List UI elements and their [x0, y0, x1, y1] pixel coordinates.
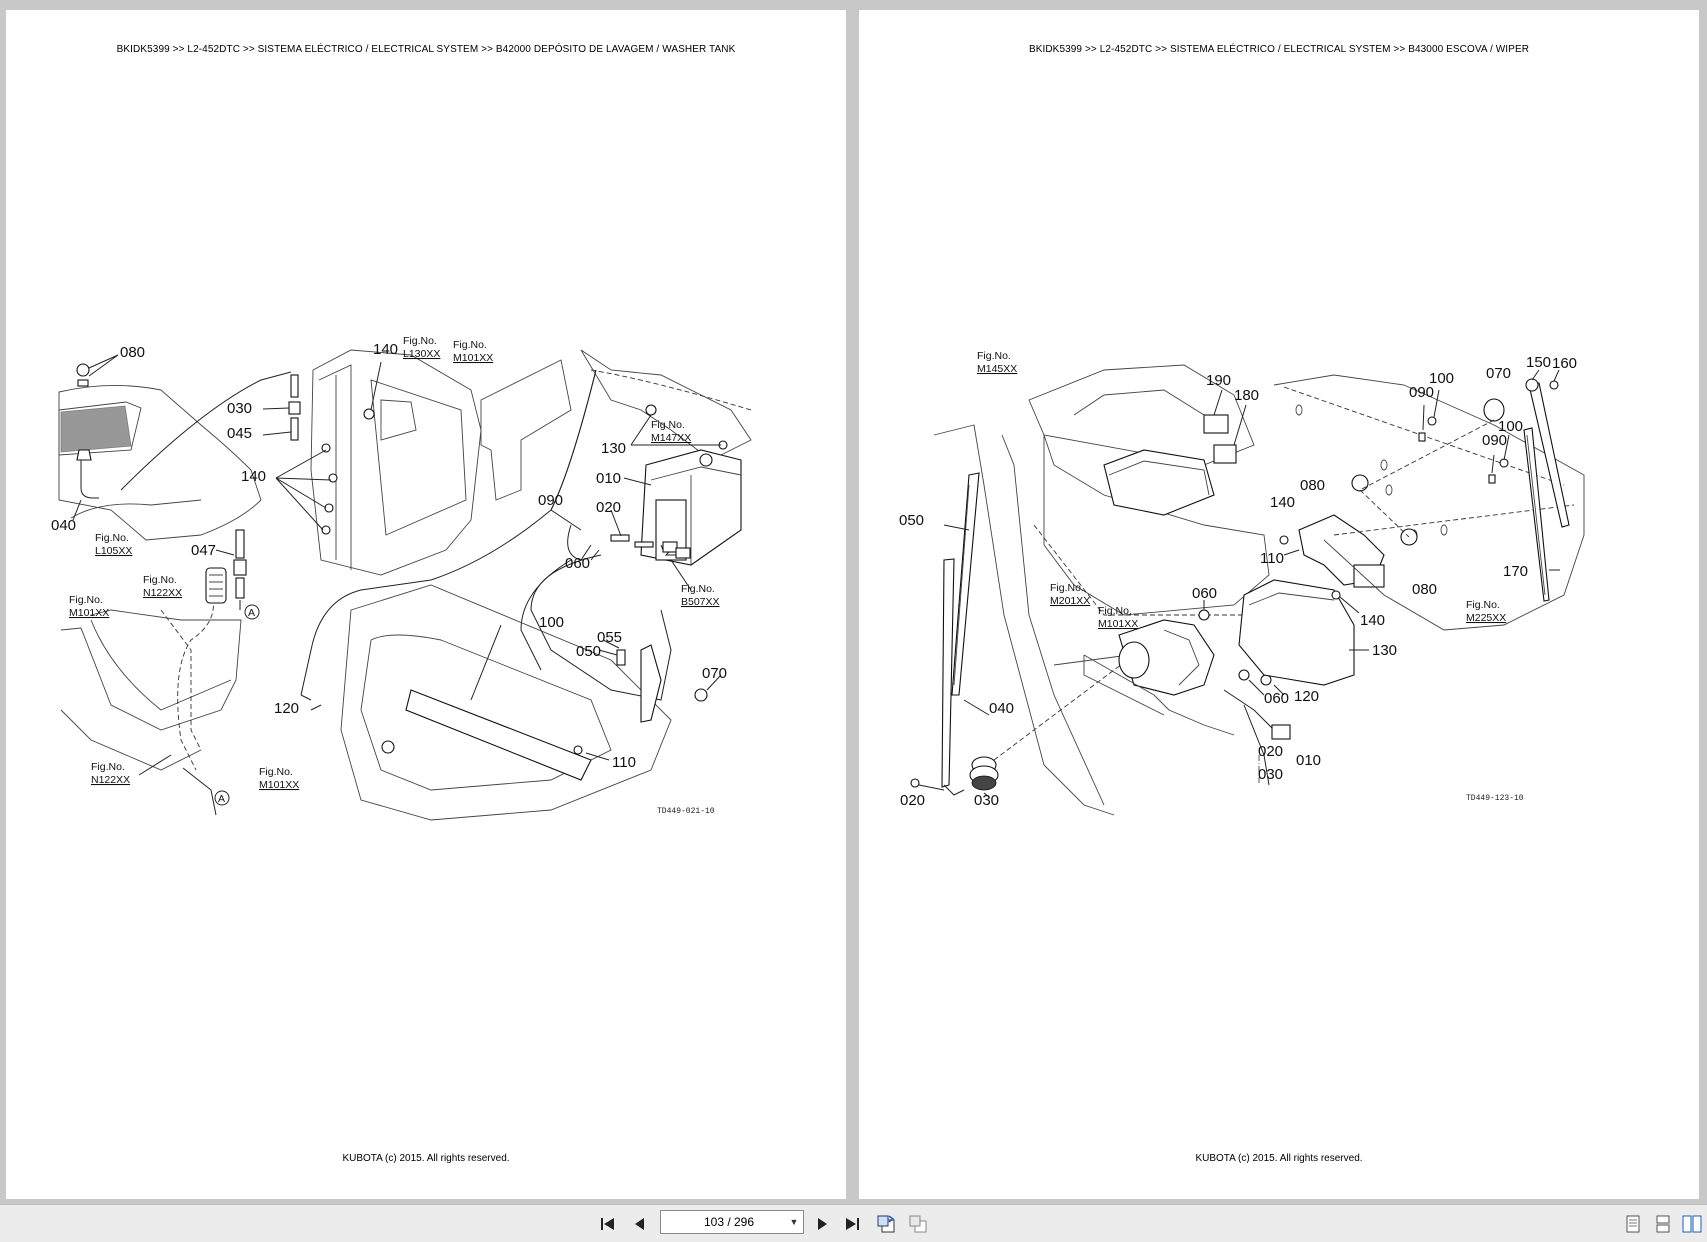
left-fig-prefix-4: Fig.No. — [95, 532, 129, 544]
page-indicator: 103 / 296 — [703, 1215, 755, 1229]
left-callout-047: 047 — [191, 542, 216, 559]
right-callout-030-b: 030 — [974, 792, 999, 809]
previous-page-icon[interactable] — [629, 1213, 651, 1235]
left-fig-prefix-5: Fig.No. — [143, 574, 177, 586]
right-fig-ref-m145xx: M145XX — [977, 363, 1017, 375]
left-fig-ref-l130xx: L130XX — [403, 348, 440, 360]
right-callout-160: 160 — [1552, 355, 1577, 372]
single-page-view-icon[interactable] — [1622, 1213, 1644, 1235]
wiper-diagram: 190 180 100 090 070 150 160 090 100 080 … — [899, 350, 1585, 816]
fit-icon[interactable] — [907, 1213, 929, 1235]
washer-tank-diagram: A A 080 140 030 045 140 040 047 090 020 … — [51, 335, 752, 821]
left-callout-090: 090 — [538, 492, 563, 509]
left-callout-070: 070 — [702, 665, 727, 682]
left-callout-140-a: 140 — [373, 341, 398, 358]
right-callout-100-a: 100 — [1429, 370, 1454, 387]
right-callout-020-b: 020 — [900, 792, 925, 809]
left-page: BKIDK5399 >> L2-452DTC >> SISTEMA ELÉCTR… — [6, 10, 846, 1199]
right-callout-020-a: 020 — [1258, 743, 1283, 760]
first-page-icon[interactable] — [597, 1213, 619, 1235]
left-callout-110: 110 — [612, 754, 636, 771]
right-drawing-code: TD449-123-10 — [1466, 794, 1524, 803]
left-fig-ref-m101xx-bottom: M101XX — [259, 779, 299, 791]
right-callout-050: 050 — [899, 512, 924, 529]
right-callout-130: 130 — [1372, 642, 1397, 659]
left-callout-100: 100 — [539, 614, 564, 631]
right-callout-140-b: 140 — [1360, 612, 1385, 629]
left-callout-050: 050 — [576, 643, 601, 660]
left-fig-prefix-8: Fig.No. — [91, 761, 125, 773]
right-callout-080-b: 080 — [1412, 581, 1437, 598]
left-callout-040: 040 — [51, 517, 76, 534]
right-callout-040: 040 — [989, 700, 1014, 717]
last-page-icon[interactable] — [841, 1213, 863, 1235]
next-page-icon[interactable] — [811, 1213, 833, 1235]
right-callout-180: 180 — [1234, 387, 1259, 404]
rotate-icon[interactable] — [875, 1213, 897, 1235]
two-page-view-icon[interactable] — [1681, 1213, 1703, 1235]
viewer-toolbar: 103 / 296 ▼ — [0, 1204, 1707, 1242]
left-callout-120: 120 — [274, 700, 299, 717]
right-fig-ref-m201xx: M201XX — [1050, 595, 1090, 607]
right-callout-060-a: 060 — [1192, 585, 1217, 602]
right-callout-140-a: 140 — [1270, 494, 1295, 511]
left-fig-ref-n122xx-bottom: N122XX — [91, 774, 130, 786]
right-callout-090-a: 090 — [1409, 384, 1434, 401]
right-fig-ref-m101xx: M101XX — [1098, 618, 1138, 630]
right-callout-090-b: 090 — [1482, 432, 1507, 449]
left-fig-prefix-1: Fig.No. — [403, 335, 437, 347]
left-callout-140-b: 140 — [241, 468, 266, 485]
right-fig-prefix-3: Fig.No. — [1098, 605, 1132, 617]
left-callout-020: 020 — [596, 499, 621, 516]
left-fig-ref-m147xx: M147XX — [651, 432, 691, 444]
right-callout-110: 110 — [1260, 550, 1284, 567]
left-ref-a-1: A — [248, 607, 255, 619]
left-callout-060: 060 — [565, 555, 590, 572]
left-fig-ref-n122xx-top: N122XX — [143, 587, 182, 599]
left-drawing-code: TD449-021-10 — [657, 807, 715, 816]
left-fig-prefix-9: Fig.No. — [259, 766, 293, 778]
left-fig-ref-l105xx: L105XX — [95, 545, 132, 557]
left-fig-ref-m101xx-left: M101XX — [69, 607, 109, 619]
left-callout-010: 010 — [596, 470, 621, 487]
page-number-field[interactable]: 103 / 296 ▼ — [660, 1210, 804, 1234]
right-page-footer: KUBOTA (c) 2015. All rights reserved. — [1195, 1153, 1363, 1164]
right-callout-150: 150 — [1526, 354, 1551, 371]
chevron-down-icon[interactable]: ▼ — [789, 1217, 799, 1227]
left-fig-ref-b507xx: B507XX — [681, 596, 720, 608]
left-page-header: BKIDK5399 >> L2-452DTC >> SISTEMA ELÉCTR… — [116, 44, 736, 55]
right-callout-170: 170 — [1503, 563, 1528, 580]
left-callout-045: 045 — [227, 425, 252, 442]
left-callout-055: 055 — [597, 629, 622, 646]
right-callout-080-a: 080 — [1300, 477, 1325, 494]
right-fig-prefix-4: Fig.No. — [1466, 599, 1500, 611]
right-callout-100-b: 100 — [1498, 418, 1523, 435]
right-fig-prefix-2: Fig.No. — [1050, 582, 1084, 594]
left-page-footer: KUBOTA (c) 2015. All rights reserved. — [342, 1153, 510, 1164]
left-callout-130: 130 — [601, 440, 626, 457]
right-fig-ref-m225xx: M225XX — [1466, 612, 1506, 624]
right-callout-010: 010 — [1296, 752, 1321, 769]
left-fig-prefix-3: Fig.No. — [651, 419, 685, 431]
right-callout-060-b: 060 — [1264, 690, 1289, 707]
right-callout-120: 120 — [1294, 688, 1319, 705]
continuous-view-icon[interactable] — [1652, 1213, 1674, 1235]
right-callout-030-a: 030 — [1258, 766, 1283, 783]
left-callout-030: 030 — [227, 400, 252, 417]
right-callout-070: 070 — [1486, 365, 1511, 382]
left-ref-a-2: A — [218, 793, 225, 805]
right-page: BKIDK5399 >> L2-452DTC >> SISTEMA ELÉCTR… — [859, 10, 1699, 1199]
left-fig-ref-m101xx-top: M101XX — [453, 352, 493, 364]
right-fig-prefix-1: Fig.No. — [977, 350, 1011, 362]
left-callout-080: 080 — [120, 344, 145, 361]
right-callout-190: 190 — [1206, 372, 1231, 389]
right-page-header: BKIDK5399 >> L2-452DTC >> SISTEMA ELÉCTR… — [1028, 44, 1530, 55]
left-fig-prefix-6: Fig.No. — [69, 594, 103, 606]
left-fig-prefix-7: Fig.No. — [681, 583, 715, 595]
left-fig-prefix-2: Fig.No. — [453, 339, 487, 351]
